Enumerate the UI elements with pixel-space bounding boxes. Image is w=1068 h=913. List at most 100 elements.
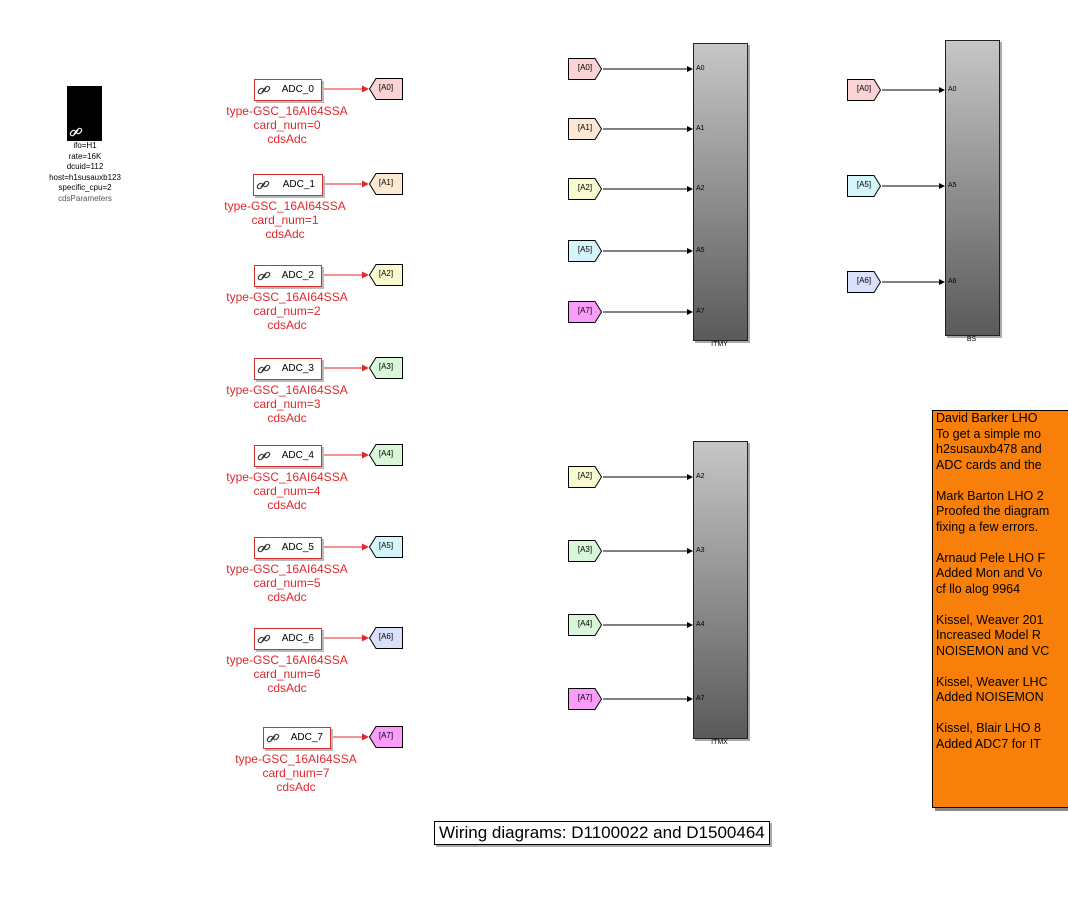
port-label-a3: A3 (696, 547, 705, 554)
adc-label: ADC_1 (282, 179, 315, 190)
from-tag-itmy-a5[interactable]: [A5] (568, 240, 602, 262)
subsystem-name: ITMY (711, 341, 728, 348)
tag-label: [A0] (378, 83, 394, 92)
adc-note-line: type-GSC_16AI64SSA (226, 290, 348, 304)
adc-block-3[interactable]: ADC_3 (254, 358, 322, 380)
adc-note-line: cdsAdc (265, 227, 305, 241)
tag-label: [A1] (577, 123, 593, 132)
from-tag-itmx-a3[interactable]: [A3] (568, 540, 602, 562)
goto-tag-A2[interactable]: [A2] (369, 264, 403, 286)
link-icon (257, 634, 271, 644)
tag-label: [A4] (577, 619, 593, 628)
adc-note-line: card_num=6 (253, 667, 321, 681)
link-icon (266, 733, 280, 743)
adc-block-5[interactable]: ADC_5 (254, 537, 322, 559)
note-line: Proofed the diagram (936, 504, 1050, 518)
adc-block-4[interactable]: ADC_4 (254, 445, 322, 467)
tag-shape (847, 79, 881, 101)
adc-label: ADC_4 (281, 450, 314, 461)
note-line (933, 659, 1068, 675)
goto-tag-A3[interactable]: [A3] (369, 357, 403, 379)
goto-tag-A1[interactable]: [A1] (369, 173, 403, 195)
link-icon (256, 180, 270, 190)
tag-label: [A7] (577, 693, 593, 702)
tag-shape (369, 78, 403, 100)
from-tag-bs-a5[interactable]: [A5] (847, 175, 881, 197)
link-icon (257, 451, 271, 461)
port-label-a0: A0 (948, 86, 957, 93)
tag-label: [A2] (577, 471, 593, 480)
tag-label: [A7] (378, 731, 394, 740)
adc-note-line: card_num=0 (253, 118, 321, 132)
from-tag-itmx-a4[interactable]: [A4] (568, 614, 602, 636)
note-line (933, 535, 1068, 551)
goto-tag-A6[interactable]: [A6] (369, 627, 403, 649)
from-tag-bs-a0[interactable]: [A0] (847, 79, 881, 101)
note-line: Increased Model R (936, 628, 1041, 642)
adc-note-line: card_num=1 (251, 213, 319, 227)
adc-note-line: card_num=3 (253, 397, 321, 411)
goto-tag-A7[interactable]: [A7] (369, 726, 403, 748)
tag-shape (568, 58, 602, 80)
tag-label: [A5] (378, 541, 394, 550)
tag-label: [A3] (378, 362, 394, 371)
adc-note-line: type-GSC_16AI64SSA (226, 104, 348, 118)
link-icon-wrap (257, 632, 271, 651)
tag-shape (568, 540, 602, 562)
port-label-a0: A0 (696, 65, 705, 72)
from-tag-itmx-a2[interactable]: [A2] (568, 466, 602, 488)
link-icon (257, 364, 271, 374)
note-line: Arnaud Pele LHO F (936, 550, 1046, 565)
cds-parameters-text: ifo=H1 rate=16K dcuid=112 host=h1susauxb… (30, 141, 140, 204)
goto-tag-A4[interactable]: [A4] (369, 444, 403, 466)
tag-label: [A6] (378, 632, 394, 641)
from-tag-itmy-a7[interactable]: [A7] (568, 301, 602, 323)
adc-note-line: type-GSC_16AI64SSA (226, 562, 348, 576)
tag-shape (847, 271, 881, 293)
tag-shape (369, 357, 403, 379)
subsystem-itmy[interactable] (693, 43, 748, 341)
note-line: Kissel, Weaver LHC (936, 674, 1048, 689)
from-tag-itmy-a2[interactable]: [A2] (568, 178, 602, 200)
param-ifo: ifo=H1 (73, 141, 97, 150)
adc-block-6[interactable]: ADC_6 (254, 628, 322, 650)
from-tag-itmy-a1[interactable]: [A1] (568, 118, 602, 140)
tag-label: [A5] (577, 245, 593, 254)
port-label-a4: A4 (696, 621, 705, 628)
link-icon-wrap (257, 541, 271, 560)
from-tag-itmy-a0[interactable]: [A0] (568, 58, 602, 80)
tag-shape (369, 726, 403, 748)
tag-shape (568, 688, 602, 710)
tag-label: [A1] (378, 178, 394, 187)
subsystem-name: ITMX (711, 739, 728, 746)
goto-tag-A0[interactable]: [A0] (369, 78, 403, 100)
from-tag-bs-a6[interactable]: [A6] (847, 271, 881, 293)
adc-label: ADC_2 (281, 270, 314, 281)
param-dcuid: dcuid=112 (66, 162, 104, 171)
goto-tag-A5[interactable]: [A5] (369, 536, 403, 558)
from-tag-itmx-a7[interactable]: [A7] (568, 688, 602, 710)
link-icon (257, 85, 271, 95)
subsystem-itmx[interactable] (693, 441, 748, 739)
cds-parameters-block[interactable] (67, 86, 102, 141)
adc-block-2[interactable]: ADC_2 (254, 265, 322, 287)
adc-block-1[interactable]: ADC_1 (253, 174, 323, 196)
adc-block-7[interactable]: ADC_7 (263, 727, 331, 749)
adc-block-0[interactable]: ADC_0 (254, 79, 322, 101)
tag-shape (847, 175, 881, 197)
link-icon-wrap (257, 449, 271, 468)
subsystem-name: BS (966, 336, 977, 343)
port-label-a7: A7 (696, 308, 705, 315)
subsystem-bs[interactable] (945, 40, 1000, 336)
adc-note-line: type-GSC_16AI64SSA (226, 383, 348, 397)
tag-label: [A6] (856, 276, 872, 285)
adc-note-line: cdsAdc (267, 318, 307, 332)
link-icon (257, 271, 271, 281)
link-icon-wrap (257, 362, 271, 381)
note-line: David Barker LHO (936, 411, 1038, 425)
